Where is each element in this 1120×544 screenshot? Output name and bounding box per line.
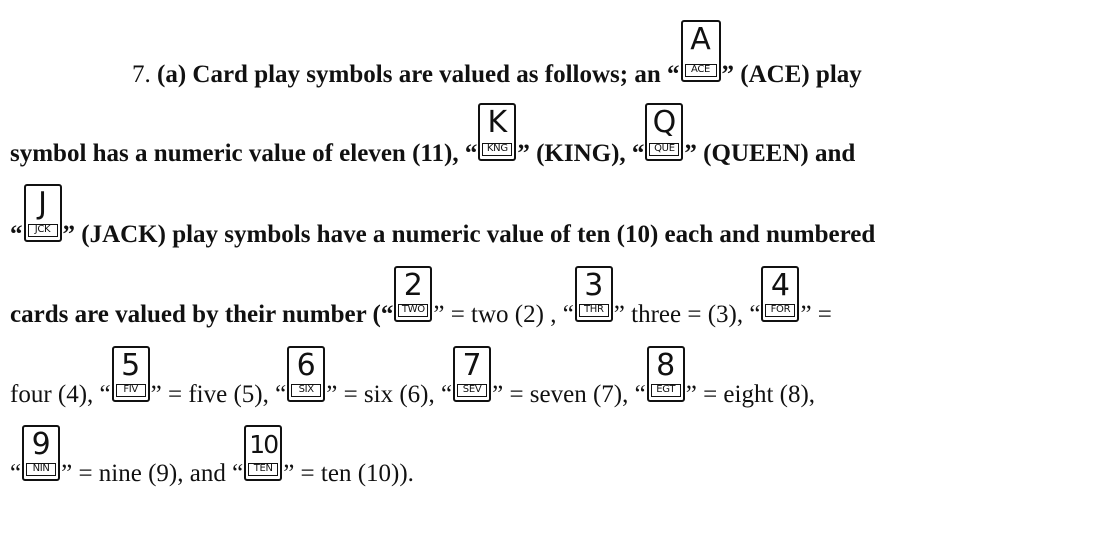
card-rank: K [487, 105, 508, 140]
card-rank: 6 [296, 348, 316, 383]
paragraph-text: four (4), “ [10, 381, 111, 408]
card-rank: 3 [584, 268, 604, 303]
card-rank: 5 [121, 348, 141, 383]
paragraph-text: ” (ACE) play [721, 61, 862, 88]
paragraph-line-3: “ J JCK ” (JACK) play symbols have a numeri… [10, 184, 876, 252]
card-rank: 9 [31, 427, 51, 462]
card-label: TEN [248, 463, 279, 476]
paragraph-text: ” (JACK) play symbols have a numeric val… [62, 221, 876, 248]
card-label: FIV [115, 384, 146, 397]
card-rank: A [690, 22, 711, 57]
paragraph-text: ” = nine (9), and “ [61, 460, 244, 487]
paragraph-text: ” = eight (8), [685, 381, 816, 408]
card-label: FOR [765, 304, 796, 317]
card-rank: J [38, 186, 47, 221]
paragraph-number: 7. [132, 61, 151, 88]
paragraph-line-1: 7. (a) Card play symbols are valued as f… [132, 20, 862, 92]
paragraph-text: ” three = (3), “ [613, 301, 761, 328]
king-card-symbol: K KNG [478, 103, 517, 161]
card-label: EGT [650, 384, 681, 397]
card-label: KNG [482, 143, 513, 156]
paragraph-text: ” = [800, 301, 832, 328]
card-rank: 10 [249, 430, 279, 459]
card-label: SIX [291, 384, 322, 397]
card-rank: 4 [770, 268, 790, 303]
paragraph-text: ” = six (6), “ [326, 381, 453, 408]
card-label: JCK [27, 224, 58, 237]
paragraph-text: ” = five (5), “ [150, 381, 287, 408]
paragraph-text: cards are valued by their number (“ [10, 301, 394, 328]
paragraph-part: (a) [157, 61, 187, 88]
paragraph-text: ” (QUEEN) and [684, 140, 856, 167]
paragraph-text: ” (KING), “ [517, 140, 645, 167]
card-rank: Q [652, 105, 677, 140]
paragraph-line-2: symbol has a numeric value of eleven (11… [10, 103, 856, 171]
paragraph-text: “ [10, 460, 22, 487]
card-label: NIN [26, 463, 57, 476]
paragraph-text: “ [10, 221, 23, 248]
ace-card-symbol: A ACE [680, 20, 721, 82]
card-rank: 7 [462, 348, 482, 383]
card-label: THR [578, 304, 609, 317]
card-label: ACE [684, 64, 717, 77]
paragraph-text: ” = ten (10)). [283, 460, 414, 487]
card-label: QUE [649, 143, 680, 156]
paragraph-text: Card play symbols are valued as follows;… [192, 61, 680, 88]
jack-card-symbol: J JCK [23, 184, 62, 242]
paragraph-text: symbol has a numeric value of eleven (11… [10, 140, 478, 167]
paragraph-text: ” = two (2) , “ [433, 301, 574, 328]
paragraph-text: ” = seven (7), “ [492, 381, 646, 408]
queen-card-symbol: Q QUE [645, 103, 684, 161]
card-label: TWO [398, 304, 429, 317]
card-rank: 2 [403, 268, 423, 303]
card-label: SEV [457, 384, 488, 397]
card-rank: 8 [656, 348, 676, 383]
